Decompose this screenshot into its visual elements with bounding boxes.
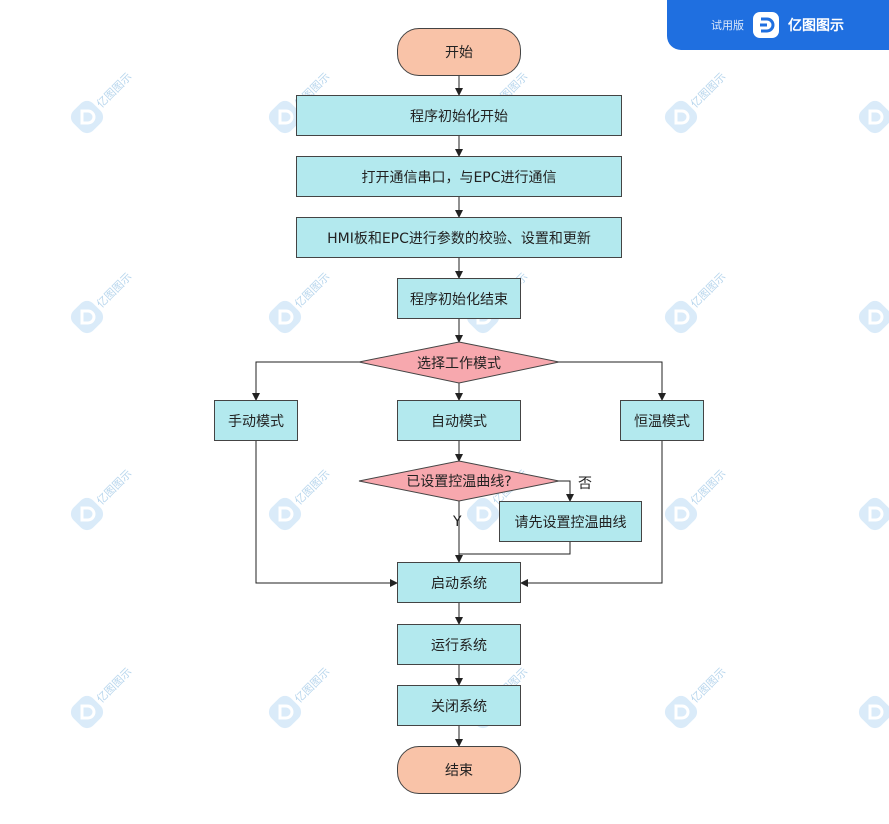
- arrow-manual-to-start: [255, 441, 398, 587]
- node-end: 结束: [397, 746, 521, 794]
- label-yes: Y: [453, 514, 462, 530]
- node-auto-mode: 自动模式: [397, 400, 521, 441]
- watermark-logo-icon: [858, 695, 889, 729]
- watermark-logo-icon: [664, 497, 698, 531]
- node-start-system: 启动系统: [397, 562, 521, 603]
- watermark-logo-icon: [664, 100, 698, 134]
- arrow-consttemp-to-start: [520, 441, 663, 587]
- watermark-logo-icon: [268, 497, 302, 531]
- watermark-logo-icon: [70, 695, 104, 729]
- watermark-logo-icon: [70, 100, 104, 134]
- decision-select-mode-shape: [358, 341, 560, 384]
- arrow-select-to-manual: [252, 361, 359, 401]
- arrow-select-to-consttemp: [559, 361, 666, 401]
- watermark-logo-icon: [70, 497, 104, 531]
- node-select-mode: 选择工作模式: [417, 355, 501, 372]
- watermark-logo-icon: [664, 300, 698, 334]
- node-hmi-epc: HMI板和EPC进行参数的校验、设置和更新: [296, 217, 622, 258]
- arrow-curve-no: [559, 480, 574, 502]
- node-run-system: 运行系统: [397, 624, 521, 665]
- node-curve-set: 已设置控温曲线?: [406, 474, 512, 490]
- watermark-logo-icon: [268, 100, 302, 134]
- arrow-setcurve-back: [459, 542, 571, 555]
- watermark-logo-icon: [664, 695, 698, 729]
- node-const-temp-mode: 恒温模式: [620, 400, 704, 441]
- edraw-logo-icon: [753, 12, 779, 38]
- node-set-curve-first: 请先设置控温曲线: [499, 501, 642, 542]
- watermark-logo-icon: [858, 497, 889, 531]
- watermark-logo-icon: [268, 695, 302, 729]
- trial-badge[interactable]: 试用版 亿图图示: [667, 0, 889, 50]
- watermark-logo-icon: [268, 300, 302, 334]
- node-init-start: 程序初始化开始: [296, 95, 622, 136]
- watermark-logo-icon: [70, 300, 104, 334]
- decision-curve-shape: [358, 460, 560, 502]
- watermark-logo-icon: [858, 300, 889, 334]
- node-close-system: 关闭系统: [397, 685, 521, 726]
- node-init-end: 程序初始化结束: [397, 278, 521, 319]
- watermark-logo-icon: [858, 100, 889, 134]
- brand-name: 亿图图示: [788, 18, 844, 34]
- node-open-serial: 打开通信串口，与EPC进行通信: [296, 156, 622, 197]
- trial-label: 试用版: [711, 19, 744, 32]
- node-manual-mode: 手动模式: [214, 400, 298, 441]
- label-no: 否: [578, 476, 592, 492]
- watermark-logo-icon: [466, 497, 500, 531]
- node-start: 开始: [397, 28, 521, 76]
